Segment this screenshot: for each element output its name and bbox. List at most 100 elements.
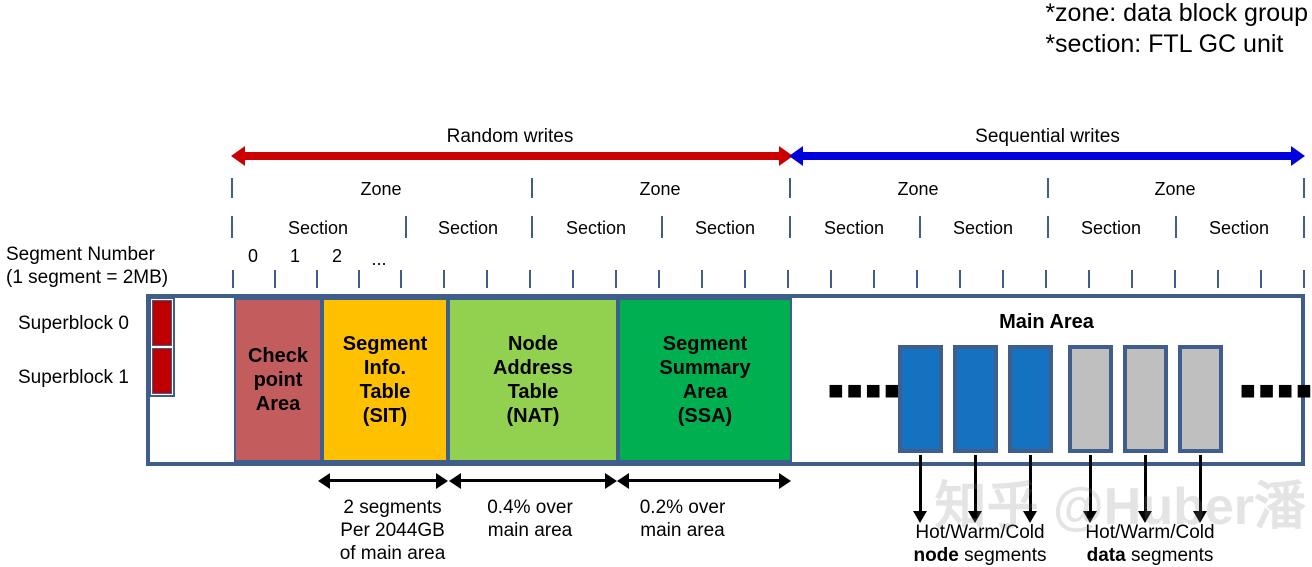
checkpoint-line-2: point (253, 369, 303, 391)
sit-measure-text: 0.4% over main area (450, 496, 610, 542)
data-callout-line-3 (1199, 455, 1202, 513)
checkpoint-line-3: Area (255, 393, 301, 415)
data-segment-block-1[interactable] (1068, 345, 1113, 453)
segment-number-caption-line1: Segment Number (6, 244, 155, 265)
checkpoint-area-block[interactable]: Check point Area (234, 298, 322, 462)
data-callout-line-1 (1089, 455, 1092, 513)
segment-tick (1088, 270, 1090, 288)
main-area-dots-left: ■■■■ (828, 375, 903, 405)
zone-label-3: Zone (897, 179, 939, 199)
segment-tick (1303, 270, 1305, 288)
nat-measure-line-1: 0.2% over (639, 497, 726, 518)
main-area-title: Main Area (999, 311, 1094, 333)
zone-tick (231, 178, 233, 198)
section-tick (405, 216, 407, 238)
segment-tick (443, 270, 445, 288)
node-segment-block-3[interactable] (1008, 345, 1053, 453)
checkpoint-measure-line-1: 2 segments (343, 497, 442, 518)
segment-number-2: 2 (331, 246, 342, 266)
node-callout-rest: segments (958, 545, 1047, 566)
data-segment-block-3[interactable] (1178, 345, 1223, 453)
segment-tick (572, 270, 574, 288)
segment-tick (830, 270, 832, 288)
sit-measure-line-2: main area (487, 520, 573, 541)
section-tick (1047, 216, 1049, 238)
superblock-0-label: Superblock 0 (18, 313, 129, 334)
node-segments-callout-text: Hot/Warm/Cold node segments (890, 521, 1070, 567)
node-callout-head-2 (968, 511, 982, 523)
sit-line-2: Info. (363, 357, 407, 379)
section-label-2: Section (437, 218, 499, 238)
section-label-4: Section (694, 218, 756, 238)
node-segment-block-1[interactable] (898, 345, 943, 453)
nat-line-2: Address (492, 357, 574, 379)
segment-tick (615, 270, 617, 288)
data-callout-bold: data (1086, 545, 1126, 566)
node-callout-head-3 (1023, 511, 1037, 523)
node-callout-line-b: node segments (890, 544, 1070, 567)
section-label-8: Section (1208, 218, 1270, 238)
segment-number-caption-line2: (1 segment = 2MB) (6, 267, 169, 288)
node-address-table-block[interactable]: Node Address Table (NAT) (448, 298, 618, 462)
segment-tick (274, 270, 276, 288)
legend: *zone: data block group *section: FTL GC… (1045, 0, 1308, 60)
section-label-6: Section (952, 218, 1014, 238)
ssa-line-4: (SSA) (677, 405, 733, 427)
sit-line-4: (SIT) (362, 405, 408, 427)
legend-line-zone: *zone: data block group (1045, 0, 1308, 27)
segment-number-0: 0 (247, 246, 258, 266)
random-writes-label: Random writes (446, 126, 574, 147)
node-callout-line-2 (974, 455, 977, 513)
data-callout-line-2 (1144, 455, 1147, 513)
segment-summary-area-block[interactable]: Segment Summary Area (SSA) (618, 298, 792, 462)
section-tick (661, 216, 663, 238)
zone-label-2: Zone (639, 179, 681, 199)
ssa-line-3: Area (682, 381, 728, 403)
node-callout-bold: node (913, 545, 959, 566)
checkpoint-measure-line-2: Per 2044GB (340, 520, 445, 541)
random-writes-arrow-bar (243, 152, 783, 160)
segment-tick (959, 270, 961, 288)
ssa-line-1: Segment (662, 333, 748, 355)
segment-tick (1045, 270, 1047, 288)
segment-tick (1131, 270, 1133, 288)
segment-tick (1260, 270, 1262, 288)
superblock-1-block (152, 348, 172, 394)
node-callout-line-1 (919, 455, 922, 513)
sit-line-1: Segment (342, 333, 428, 355)
segment-tick (916, 270, 918, 288)
sit-measure-line-1: 0.4% over (487, 497, 573, 518)
node-callout-head-1 (913, 511, 927, 523)
segment-tick (316, 270, 318, 288)
section-tick (1303, 216, 1305, 238)
segment-tick (400, 270, 402, 288)
checkpoint-measure-bar (328, 479, 438, 482)
data-callout-head-3 (1193, 511, 1207, 523)
data-callout-head-2 (1138, 511, 1152, 523)
zone-tick (789, 178, 791, 198)
segment-tick (232, 270, 234, 288)
legend-line-section: *section: FTL GC unit (1045, 30, 1284, 58)
nat-measure-text: 0.2% over main area (600, 496, 765, 542)
main-area-dots-right: ■■■■ (1240, 375, 1312, 405)
segment-tick (701, 270, 703, 288)
sit-line-3: Table (359, 381, 411, 403)
node-segment-block-2[interactable] (953, 345, 998, 453)
checkpoint-measure-right-head (436, 473, 448, 489)
zone-label-4: Zone (1154, 179, 1196, 199)
section-tick (919, 216, 921, 238)
segment-tick (787, 270, 789, 288)
nat-line-1: Node (508, 333, 558, 355)
sit-measure-right-head (605, 473, 617, 489)
data-segment-block-2[interactable] (1123, 345, 1168, 453)
ssa-line-2: Summary (659, 357, 751, 379)
segment-tick (1002, 270, 1004, 288)
superblock-0-block (152, 300, 172, 346)
node-callout-line-a: Hot/Warm/Cold (915, 522, 1045, 543)
segment-info-table-block[interactable]: Segment Info. Table (SIT) (322, 298, 448, 462)
nat-measure-left-head (617, 473, 629, 489)
superblock-frame (149, 297, 175, 397)
data-callout-line-a: Hot/Warm/Cold (1085, 522, 1215, 543)
section-label-5: Section (823, 218, 885, 238)
